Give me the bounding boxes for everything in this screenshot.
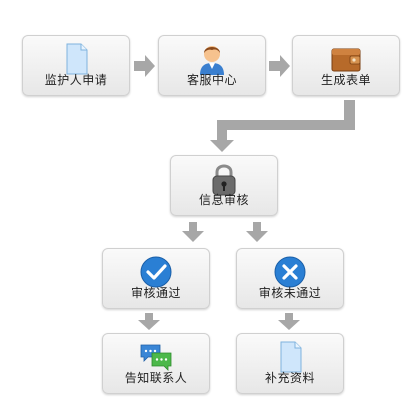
check-icon (140, 256, 172, 288)
verify-pass-label: 审核通过 (130, 286, 181, 300)
lock-icon (212, 164, 236, 196)
guardian-apply-label: 监护人申请 (44, 73, 108, 87)
chat-icon (140, 344, 172, 371)
info-verify-node: 信息审核 (170, 155, 278, 216)
arrow-apply-to-service (134, 55, 155, 77)
verify-pass-node: 审核通过 (102, 248, 210, 309)
arrow-form-to-verify (210, 100, 355, 152)
arrow-fail-to-supply (278, 313, 300, 330)
generate-form-label: 生成表单 (320, 73, 371, 87)
cross-icon (274, 256, 306, 288)
arrow-verify-to-fail (246, 222, 268, 242)
supplement-docs-label: 补充资料 (264, 371, 315, 385)
info-verify-label: 信息审核 (198, 193, 249, 207)
wallet-icon (331, 48, 361, 72)
arrow-pass-to-notify (138, 313, 160, 330)
guardian-apply-node: 监护人申请 (22, 35, 130, 96)
service-center-node: 客服中心 (158, 35, 266, 96)
arrow-service-to-form (269, 55, 290, 77)
arrow-verify-to-pass (182, 222, 204, 242)
person-icon (200, 46, 224, 75)
verify-fail-node: 审核未通过 (236, 248, 344, 309)
generate-form-node: 生成表单 (292, 35, 400, 96)
notify-contact-node: 告知联系人 (102, 333, 210, 394)
notify-contact-label: 告知联系人 (124, 371, 188, 385)
document-icon (66, 43, 88, 75)
service-center-label: 客服中心 (186, 73, 237, 87)
document-icon (280, 341, 302, 373)
verify-fail-label: 审核未通过 (258, 286, 322, 300)
supplement-docs-node: 补充资料 (236, 333, 344, 394)
